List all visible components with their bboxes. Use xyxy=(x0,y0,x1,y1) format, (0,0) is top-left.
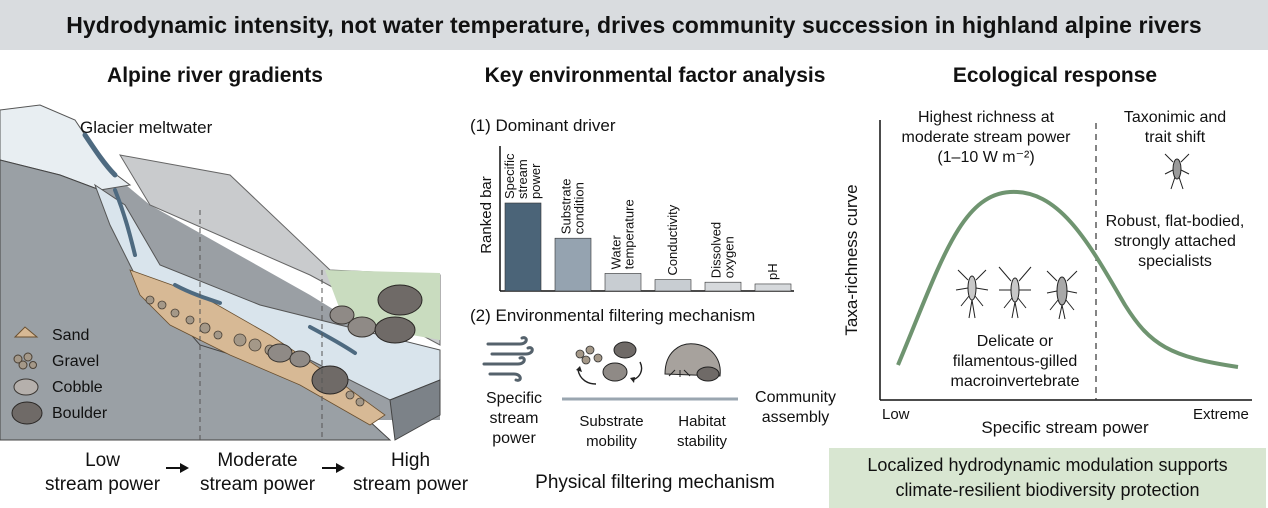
trait-shift-note: Taxonimic and trait shift xyxy=(1123,109,1227,146)
glacier-meltwater-label: Glacier meltwater xyxy=(80,118,213,137)
physical-filtering-footer: Physical filtering mechanism xyxy=(535,472,775,493)
middle-panel-title: Key environmental factor analysis xyxy=(484,64,826,87)
filtering-mechanism-diagram xyxy=(482,336,738,401)
specialists-note: Robust, flat-bodied, strongly attached s… xyxy=(1105,213,1245,270)
legend-gravel-label: Gravel xyxy=(52,353,100,370)
legend-boulder-label: Boulder xyxy=(52,405,108,422)
legend-cobble-label: Cobble xyxy=(52,379,103,396)
bar-specific-stream-power xyxy=(504,202,542,292)
x-axis-label: Specific stream power xyxy=(981,418,1149,437)
mechanism-substrate-mobility-label: Substrate mobility xyxy=(579,413,644,450)
bar-label: Conductivity xyxy=(665,204,680,275)
taxa-richness-curve xyxy=(896,189,1239,369)
arrow-right-icon xyxy=(322,463,345,473)
page-title: Hydrodynamic intensity, not water temper… xyxy=(66,12,1202,38)
conclusion-box xyxy=(829,448,1266,508)
bar-water-temperature xyxy=(604,273,642,292)
mechanism-community-assembly-label: Community assembly xyxy=(755,389,836,426)
x-axis-extreme-label: Extreme xyxy=(1193,406,1249,423)
mechanism-habitat-stability-label: Habitat stability xyxy=(676,413,728,450)
flat-bodied-specialist-icon xyxy=(1164,153,1190,190)
right-panel-title: Ecological response xyxy=(952,64,1158,87)
mechanism-stream-power-label: Specific stream power xyxy=(485,390,543,447)
left-panel-title: Alpine river gradients xyxy=(107,64,323,87)
delicate-mayfly-icon xyxy=(998,266,1032,319)
bar-label: Dissolvedoxygen xyxy=(709,222,737,278)
habitat-stability-icon xyxy=(664,343,721,382)
delicate-mayfly-icon xyxy=(955,269,989,319)
bar-label: Specificstreampower xyxy=(502,153,543,199)
conclusion-text: Localized hydrodynamic modulation suppor… xyxy=(867,455,1228,500)
filtering-mechanism-heading: (2) Environmental filtering mechanism xyxy=(470,306,756,325)
bar-label: Watertemperature xyxy=(609,199,637,269)
bar-substrate-condition xyxy=(554,237,592,292)
water-flow-icon xyxy=(482,336,534,382)
y-axis-label: Taxa-richness curve xyxy=(842,184,861,336)
filamentous-gilled-larva-icon xyxy=(1046,270,1078,320)
title-banner xyxy=(0,0,1268,50)
bar-conductivity xyxy=(654,279,692,292)
substrate-mobility-icon xyxy=(575,341,643,385)
bar-label: Substratecondition xyxy=(559,179,587,235)
bar-ph xyxy=(754,283,792,292)
peak-richness-note: Highest richness at moderate stream powe… xyxy=(901,109,1071,166)
taxa-richness-chart xyxy=(879,120,1252,401)
ranked-bar-axis-label: Ranked bar xyxy=(478,176,495,254)
arrow-right-icon xyxy=(166,463,189,473)
river-block-diagram xyxy=(0,104,441,441)
delicate-taxa-note: Delicate or filamentous-gilled macroinve… xyxy=(950,333,1080,390)
dominant-driver-heading: (1) Dominant driver xyxy=(470,116,616,135)
x-axis-low-label: Low xyxy=(882,406,910,423)
bar-dissolved-oxygen xyxy=(704,281,742,292)
legend-sand-label: Sand xyxy=(52,327,90,344)
bar-label: pH xyxy=(765,263,780,280)
